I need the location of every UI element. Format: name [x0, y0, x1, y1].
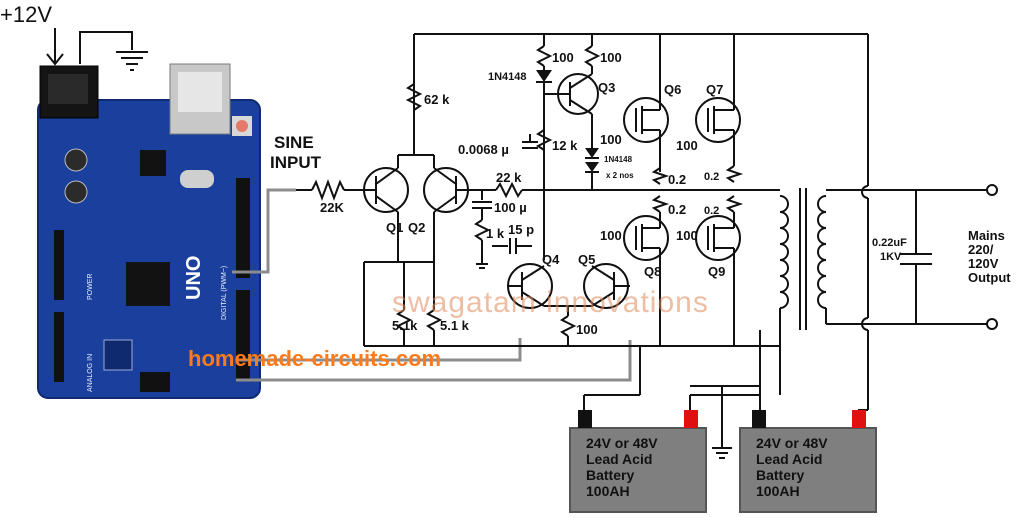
- battery-1: 24V or 48V Lead Acid Battery 100AH: [569, 410, 707, 513]
- label-q3: Q3: [598, 80, 615, 95]
- label-q5: Q5: [578, 252, 595, 267]
- battery-2: 24V or 48V Lead Acid Battery 100AH: [739, 410, 877, 513]
- input-resistor-value: 22K: [320, 200, 344, 215]
- label-q6: Q6: [664, 82, 681, 97]
- cap15p-label: 15 p: [508, 222, 534, 237]
- mosfet-q6: [623, 97, 669, 143]
- transistor-q4: [507, 263, 553, 309]
- battery-2-negative-terminal: [752, 410, 766, 428]
- mains-terminal-bottom: [986, 318, 998, 330]
- rs3-label: 0.2: [668, 202, 686, 217]
- diode2-label-a: 1N4148: [604, 155, 633, 164]
- label-q9: Q9: [708, 264, 725, 279]
- board-digital-label: DIGITAL (PWM~): [221, 266, 228, 320]
- battery-1-line-2: Lead Acid: [586, 451, 652, 467]
- feedback-wire: [236, 340, 632, 382]
- watermark-text: swagatam innovations: [392, 286, 709, 319]
- sine-input-label-2: INPUT: [270, 153, 322, 172]
- sine-input-label-1: SINE: [274, 133, 314, 152]
- cap0068-label: 0.0068 µ: [458, 142, 509, 157]
- label-q8: Q8: [644, 264, 661, 279]
- website-label: homemade-circuits.com: [188, 346, 441, 371]
- rg2-label: 100: [676, 138, 698, 153]
- rs2-label: 0.2: [704, 171, 719, 183]
- label-q2: Q2: [408, 220, 425, 235]
- rg1-label: 100: [600, 132, 622, 147]
- battery-1-line-1: 24V or 48V: [586, 435, 658, 451]
- r100b-label: 100: [600, 50, 622, 65]
- r100c-label: 100: [576, 322, 598, 337]
- supply-arrow-icon: [46, 28, 64, 66]
- r62k-label: 62 k: [424, 92, 450, 107]
- label-q4: Q4: [542, 252, 560, 267]
- transistor-q5: [583, 263, 630, 309]
- r1k-label: 1 k: [486, 226, 505, 241]
- input-resistor: [296, 179, 366, 201]
- battery-ground-icon: [712, 412, 732, 459]
- mains-label-3: 120V: [968, 256, 999, 271]
- rs4-label: 0.2: [704, 205, 719, 217]
- cap100u-label: 100 µ: [494, 200, 527, 215]
- diode2-label-b: x 2 nos: [606, 171, 634, 180]
- diode1-label: 1N4148: [488, 71, 527, 83]
- mains-label-2: 220/: [968, 242, 994, 257]
- transistor-q1: [363, 167, 409, 213]
- mains-terminal-top: [986, 184, 998, 196]
- mosfet-q8: [623, 215, 669, 261]
- board-name-label: UNO: [183, 256, 205, 300]
- rg4-label: 100: [676, 228, 698, 243]
- transistor-q3: [557, 73, 599, 115]
- board-power-label: POWER: [87, 274, 94, 300]
- r22k-label: 22 k: [496, 170, 522, 185]
- board-analog-label: ANALOG IN: [87, 354, 94, 392]
- transistor-q2: [423, 167, 472, 213]
- mosfet-q9: [695, 215, 741, 261]
- label-q7: Q7: [706, 82, 723, 97]
- battery-2-line-3: Battery: [756, 467, 804, 483]
- battery-2-line-1: 24V or 48V: [756, 435, 828, 451]
- battery-2-line-4: 100AH: [756, 483, 800, 499]
- diode-1n4148: [536, 70, 552, 82]
- battery-1-line-3: Battery: [586, 467, 634, 483]
- sine-signal-wire: [232, 188, 296, 274]
- ground-icon: [79, 31, 148, 71]
- battery-1-positive-terminal: [684, 410, 698, 428]
- r51b-label: 5.1 k: [440, 318, 470, 333]
- mains-label-1: Mains: [968, 228, 1005, 243]
- out-cap-label-2: 1KV: [880, 251, 902, 263]
- mains-label-4: Output: [968, 270, 1011, 285]
- out-cap-label-1: 0.22uF: [872, 237, 907, 249]
- supply-label: +12V: [0, 2, 52, 27]
- label-q1: Q1: [386, 220, 403, 235]
- r100a-label: 100: [552, 50, 574, 65]
- rs1-label: 0.2: [668, 172, 686, 187]
- battery-1-line-4: 100AH: [586, 483, 630, 499]
- r51a-label: 5.1k: [392, 318, 418, 333]
- rg3-label: 100: [600, 228, 622, 243]
- battery-2-line-2: Lead Acid: [756, 451, 822, 467]
- arduino-uno-board: UNO DIGITAL (PWM~) ANALOG IN POWER: [37, 63, 261, 399]
- mosfet-q7: [695, 97, 741, 143]
- r12k-label: 12 k: [552, 138, 578, 153]
- battery-2-positive-terminal: [852, 410, 866, 428]
- output-transformer: [736, 188, 827, 346]
- battery-1-negative-terminal: [578, 410, 592, 428]
